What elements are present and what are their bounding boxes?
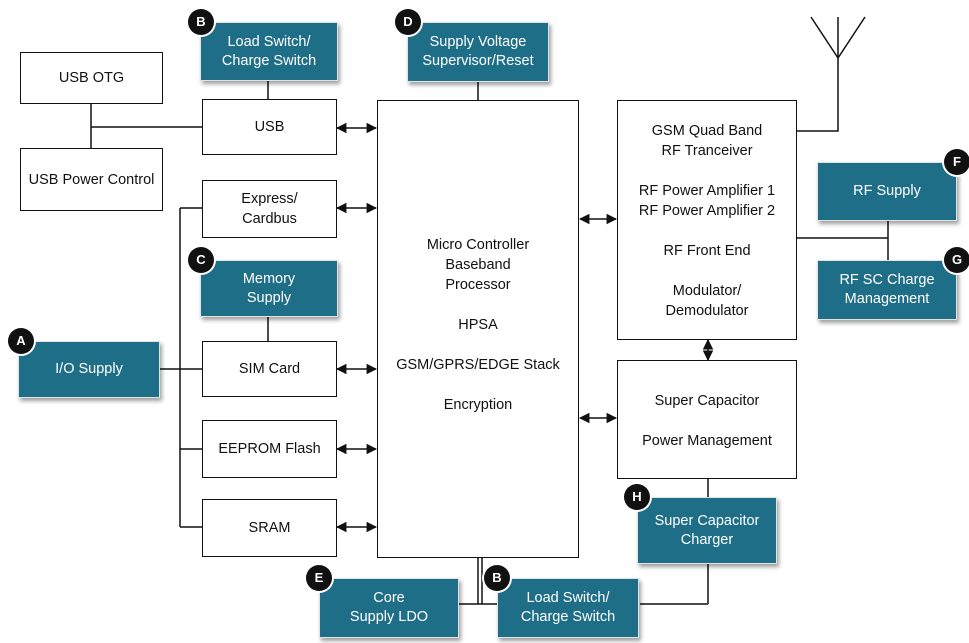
antenna-left-arm bbox=[810, 16, 839, 59]
rf-label-line5: RF Front End bbox=[663, 243, 751, 259]
express-label-line1: Express/ bbox=[241, 191, 298, 207]
load-switch-top-block: Load Switch/ Charge Switch bbox=[200, 22, 338, 81]
usb-otg-block: USB OTG bbox=[20, 52, 163, 104]
core-ldo-line2: Supply LDO bbox=[349, 609, 429, 625]
sc-charger-line1: Super Capacitor bbox=[654, 512, 760, 529]
rf-sc-charge-line2: Management bbox=[844, 291, 930, 307]
super-capacitor-block: Super Capacitor Power Management bbox=[617, 360, 797, 479]
load-switch-bottom-line2: Charge Switch bbox=[520, 609, 616, 625]
super-capacitor-charger-block: Super Capacitor Charger bbox=[637, 497, 777, 564]
usb-otg-label: USB OTG bbox=[58, 70, 125, 86]
core-ldo-line1: Core bbox=[373, 590, 405, 606]
sc-label-line1: Super Capacitor bbox=[654, 393, 760, 409]
rf-label-line6: Modulator/ bbox=[672, 283, 742, 299]
rf-label-line7: Demodulator bbox=[665, 303, 749, 319]
rf-label-line3: RF Power Amplifier 1 bbox=[638, 183, 776, 199]
usb-power-control-label: USB Power Control bbox=[28, 171, 155, 188]
load-switch-bottom-line1: Load Switch/ bbox=[526, 590, 610, 606]
mcu-label-line1: Micro Controller bbox=[426, 237, 530, 253]
usb-power-control-block: USB Power Control bbox=[20, 148, 163, 211]
load-switch-top-line1: Load Switch/ bbox=[227, 33, 311, 50]
mcu-label-line6: Encryption bbox=[443, 397, 513, 413]
rf-sc-charge-management-block: RF SC Charge Management bbox=[817, 260, 957, 320]
usb-label: USB bbox=[254, 119, 285, 135]
supply-voltage-line1: Supply Voltage bbox=[429, 34, 527, 50]
eeprom-flash-label: EEPROM Flash bbox=[218, 441, 321, 457]
mcu-label-line3: Processor bbox=[445, 277, 511, 293]
io-supply-label: I/O Supply bbox=[55, 361, 123, 377]
supply-voltage-line2: Supervisor/Reset bbox=[422, 53, 534, 69]
mcu-label-line4: HPSA bbox=[458, 317, 498, 333]
rf-transceiver-block: GSM Quad Band RF Tranceiver RF Power Amp… bbox=[617, 100, 797, 340]
express-cardbus-block: Express/ Cardbus bbox=[202, 180, 337, 238]
sim-card-block: SIM Card bbox=[202, 341, 337, 397]
core-supply-ldo-block: Core Supply LDO bbox=[319, 578, 459, 638]
badge-c: C bbox=[188, 247, 214, 273]
badge-b-top: B bbox=[188, 9, 214, 35]
sram-block: SRAM bbox=[202, 499, 337, 557]
memory-supply-block: Memory Supply bbox=[200, 260, 338, 317]
rf-supply-label: RF Supply bbox=[853, 183, 921, 199]
rf-sc-charge-line1: RF SC Charge bbox=[839, 272, 935, 288]
antenna-right-arm bbox=[837, 16, 866, 59]
express-label-line2: Cardbus bbox=[242, 211, 297, 227]
badge-a: A bbox=[8, 328, 34, 354]
rf-label-line4: RF Power Amplifier 2 bbox=[638, 203, 776, 219]
rf-label-line1: GSM Quad Band bbox=[651, 123, 763, 139]
badge-g: G bbox=[944, 247, 969, 273]
badge-d: D bbox=[395, 9, 421, 35]
mcu-label-line5: GSM/GPRS/EDGE Stack bbox=[396, 357, 560, 373]
load-switch-bottom-block: Load Switch/ Charge Switch bbox=[497, 578, 639, 638]
sim-card-label: SIM Card bbox=[238, 361, 301, 377]
sc-charger-line2: Charger bbox=[680, 531, 734, 548]
mcu-label-line2: Baseband bbox=[445, 257, 511, 273]
rf-supply-block: RF Supply bbox=[817, 162, 957, 221]
memory-supply-line2: Supply bbox=[246, 289, 292, 306]
load-switch-top-line2: Charge Switch bbox=[221, 52, 317, 69]
supply-voltage-supervisor-block: Supply Voltage Supervisor/Reset bbox=[407, 22, 549, 82]
io-supply-block: I/O Supply bbox=[18, 341, 160, 398]
badge-f: F bbox=[944, 149, 969, 175]
memory-supply-line1: Memory bbox=[242, 270, 296, 287]
micro-controller-block: Micro Controller Baseband Processor HPSA… bbox=[377, 100, 579, 558]
sram-label: SRAM bbox=[248, 520, 291, 536]
badge-e: E bbox=[306, 565, 332, 591]
usb-block: USB bbox=[202, 99, 337, 155]
sc-label-line2: Power Management bbox=[642, 433, 772, 449]
badge-b-bottom: B bbox=[484, 565, 510, 591]
badge-h: H bbox=[624, 484, 650, 510]
rf-label-line2: RF Tranceiver bbox=[661, 143, 753, 159]
wire-antenna-feed bbox=[796, 58, 839, 132]
eeprom-flash-block: EEPROM Flash bbox=[202, 420, 337, 478]
